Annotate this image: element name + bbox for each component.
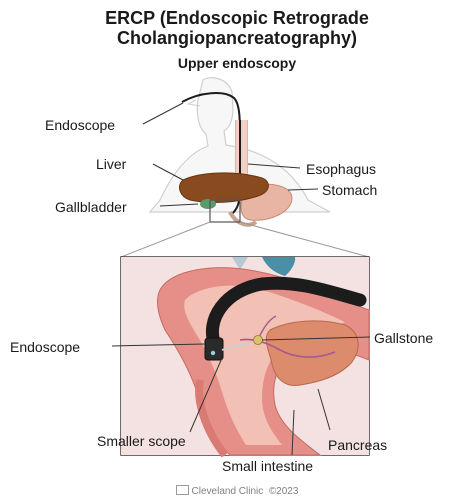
footer-credit: Cleveland Clinic ©2023 <box>0 485 474 497</box>
footer-brand: Cleveland Clinic <box>192 486 264 497</box>
label-stomach: Stomach <box>322 182 377 198</box>
label-liver: Liver <box>96 156 126 172</box>
label-gallbladder: Gallbladder <box>55 199 127 215</box>
label-endoscope-inset: Endoscope <box>10 339 80 355</box>
cleveland-clinic-logo-icon <box>176 485 189 495</box>
label-small-intestine: Small intestine <box>222 458 313 474</box>
footer-year: ©2023 <box>269 486 299 497</box>
label-esophagus: Esophagus <box>306 161 376 177</box>
label-gallstone: Gallstone <box>374 330 433 346</box>
label-pancreas: Pancreas <box>328 437 387 453</box>
gallstone-shape <box>254 336 263 345</box>
label-endoscope-top: Endoscope <box>45 117 115 133</box>
label-smaller-scope: Smaller scope <box>97 433 186 449</box>
